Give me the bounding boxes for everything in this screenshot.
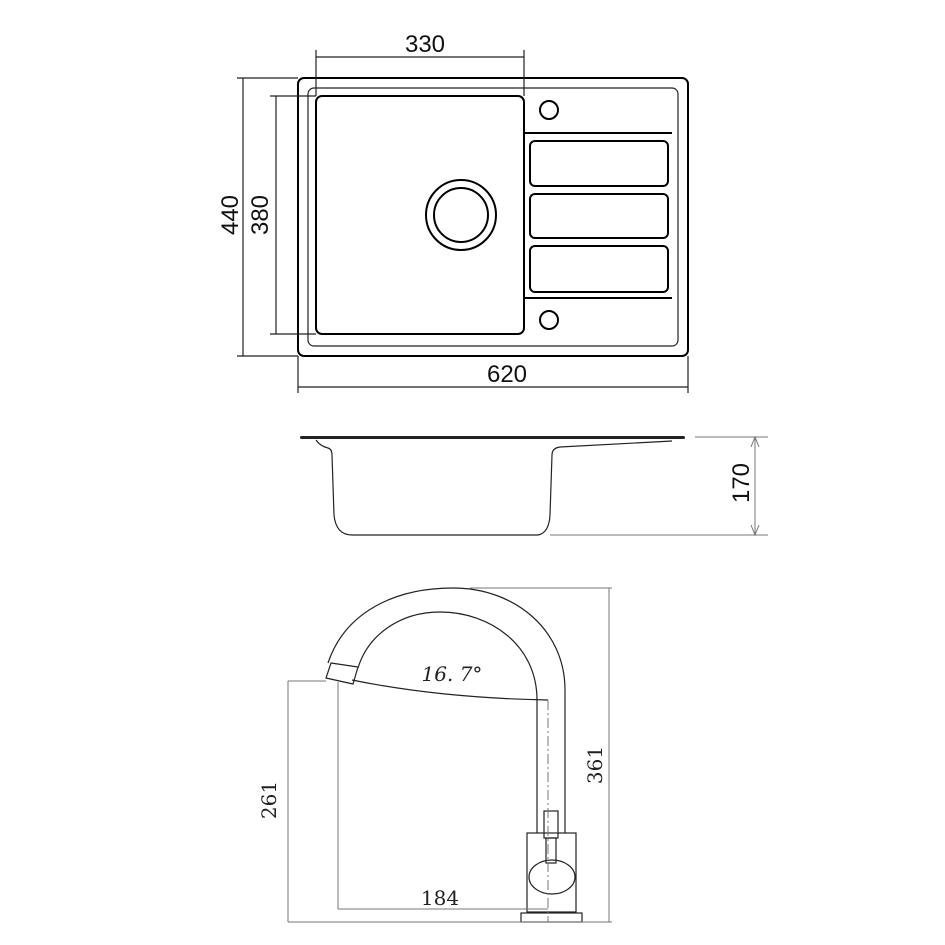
faucet-height-label: 361 — [583, 746, 607, 784]
drainer-groove — [529, 245, 669, 293]
total-width-label: 620 — [487, 361, 527, 388]
height-label: 170 — [728, 463, 755, 503]
total-depth-label: 440 — [217, 195, 244, 235]
sink-top-view — [237, 50, 689, 393]
reach-label: 184 — [421, 886, 459, 910]
spout-tip — [325, 662, 359, 685]
drain-icon — [425, 179, 497, 251]
drainer-groove — [529, 140, 669, 187]
sink-side-view — [300, 435, 768, 537]
angle-label: 16. 7° — [422, 662, 483, 686]
bowl-width-label: 330 — [405, 31, 445, 58]
bowl-depth-label: 380 — [247, 195, 274, 235]
spout-height-label: 261 — [257, 781, 281, 819]
drainer-groove — [529, 193, 669, 239]
overflow-hole-icon — [539, 310, 559, 330]
faucet-drawing — [287, 587, 612, 923]
faucet-handle — [528, 859, 576, 895]
tap-hole-icon — [539, 100, 559, 120]
